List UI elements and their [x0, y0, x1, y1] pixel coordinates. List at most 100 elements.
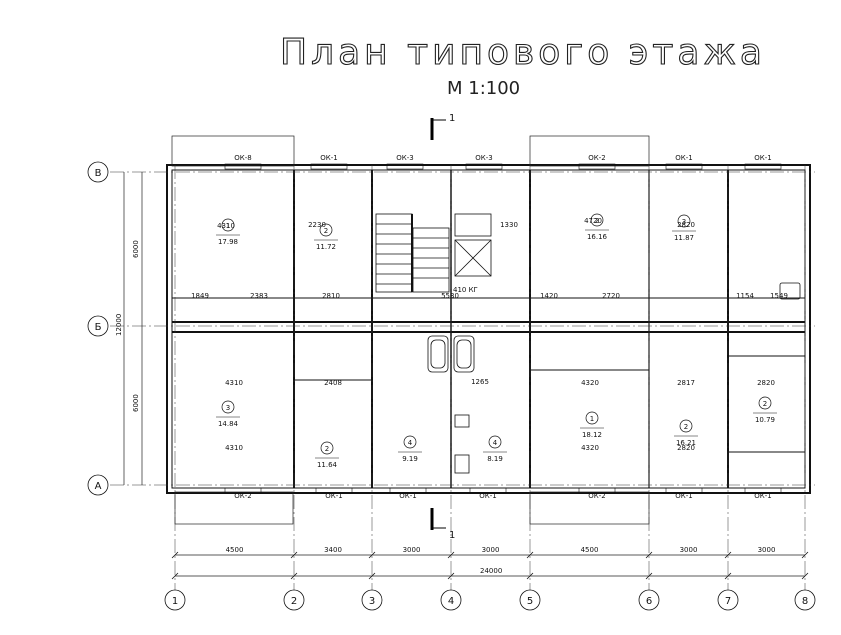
inner-dimension: 4320 [581, 379, 599, 387]
inner-dimension: 4310 [217, 222, 235, 230]
window-label: ОК-1 [320, 154, 337, 162]
inner-dimension: 4310 [225, 379, 243, 387]
room-number: 2 [324, 227, 328, 235]
total-length: 24000 [480, 567, 502, 575]
dim-tick [526, 551, 534, 559]
room-number: 2 [595, 217, 599, 225]
window-opening [744, 487, 782, 494]
window-label: ОК-2 [588, 154, 605, 162]
axis-marker-label: 3 [369, 596, 375, 607]
dim-tick [368, 551, 376, 559]
span-dimension: 4500 [581, 546, 599, 554]
axis-marker-label: 1 [172, 596, 178, 607]
window-opening [224, 163, 262, 170]
axis-marker-Б: Б [87, 315, 109, 337]
window-opening [465, 163, 503, 170]
room-number-circle [319, 223, 333, 237]
inner-dimension: 5530 [441, 292, 459, 300]
room-area: 17.98 [218, 238, 238, 246]
room-tag: 210.79 [753, 396, 777, 424]
dim-tick [171, 551, 179, 559]
window-label: ОК-1 [399, 492, 416, 500]
dim-tick [526, 572, 534, 580]
room-number-circle [403, 435, 417, 449]
window-label: ОК-3 [475, 154, 492, 162]
room-number: 3 [226, 404, 230, 412]
span-dimension: 3400 [324, 546, 342, 554]
axis-marker-6: 6 [638, 589, 660, 611]
axis-marker-5: 5 [519, 589, 541, 611]
room-tag: 314.84 [216, 400, 240, 428]
axis-marker-label: 5 [527, 596, 533, 607]
span-dimension: 3000 [680, 546, 698, 554]
staircase [375, 213, 492, 293]
room-tag: 211.64 [315, 441, 339, 469]
room-area: 8.19 [487, 455, 503, 463]
inner-dimension: 2817 [677, 379, 695, 387]
room-labels: 117.98211.72216.16311.87314.84211.6449.1… [216, 213, 777, 469]
section-mark-bottom: 1 [430, 508, 455, 541]
axis-marker-label: А [95, 481, 102, 492]
axis-marker-label: В [95, 168, 102, 179]
room-number: 2 [763, 400, 767, 408]
svg-text:1: 1 [449, 113, 455, 124]
span-a-b: 6000 [132, 394, 140, 412]
room-tag: 216.16 [585, 213, 609, 241]
inner-dimension: 4320 [581, 444, 599, 452]
room-number-circle [320, 441, 334, 455]
axis-marker-7: 7 [717, 589, 739, 611]
room-area: 14.84 [218, 420, 239, 428]
interior-walls [172, 170, 805, 488]
inner-dimension: 1154 [736, 292, 754, 300]
dim-tick [447, 551, 455, 559]
axis-marker-label: 7 [725, 596, 731, 607]
room-number: 1 [590, 415, 594, 423]
room-tag: 211.72 [314, 223, 338, 251]
room-tag: 117.98 [216, 218, 240, 246]
room-number: 4 [408, 439, 413, 447]
room-number: 2 [684, 423, 688, 431]
room-number-circle [221, 218, 235, 232]
room-area: 16.16 [587, 233, 608, 241]
room-area: 9.19 [402, 455, 418, 463]
axis-marker-label: Б [95, 322, 102, 333]
dim-tick [724, 572, 732, 580]
dim-tick [290, 551, 298, 559]
outer-walls [166, 135, 811, 525]
inner-dimension: 2810 [322, 292, 340, 300]
window-opening [665, 163, 703, 170]
span-dimension: 3000 [403, 546, 421, 554]
room-number: 2 [325, 445, 329, 453]
bathrooms [427, 282, 801, 474]
plan-title: План типового этажа [280, 32, 766, 73]
span-dimension: 4500 [226, 546, 244, 554]
dim-tick [171, 572, 179, 580]
window-opening [665, 487, 703, 494]
inner-dimension: 2820 [757, 379, 775, 387]
window-opening [744, 163, 782, 170]
inner-dimension: 4720 [584, 217, 602, 225]
axis-marker-1: 1 [164, 589, 186, 611]
room-tag: 48.19 [483, 435, 507, 463]
room-number: 3 [682, 218, 686, 226]
window-label: ОК-1 [479, 492, 496, 500]
room-area: 11.64 [317, 461, 338, 469]
room-tag: 311.87 [672, 214, 696, 242]
inner-dimension: 1420 [540, 292, 558, 300]
window-label: ОК-1 [325, 492, 342, 500]
dim-tick [368, 572, 376, 580]
room-area: 18.12 [582, 431, 602, 439]
inner-dimension: 2720 [602, 292, 620, 300]
window-opening [224, 487, 262, 494]
axis-marker-2: 2 [283, 589, 305, 611]
window-label: ОК-1 [754, 492, 771, 500]
window-label: ОК-1 [675, 492, 692, 500]
window-opening [389, 487, 427, 494]
axis-marker-В: В [87, 161, 109, 183]
elevator-load-label: 410 КГ [453, 286, 478, 294]
span-b-c: 6000 [132, 240, 140, 258]
window-label: ОК-2 [234, 492, 251, 500]
axis-marker-8: 8 [794, 589, 816, 611]
